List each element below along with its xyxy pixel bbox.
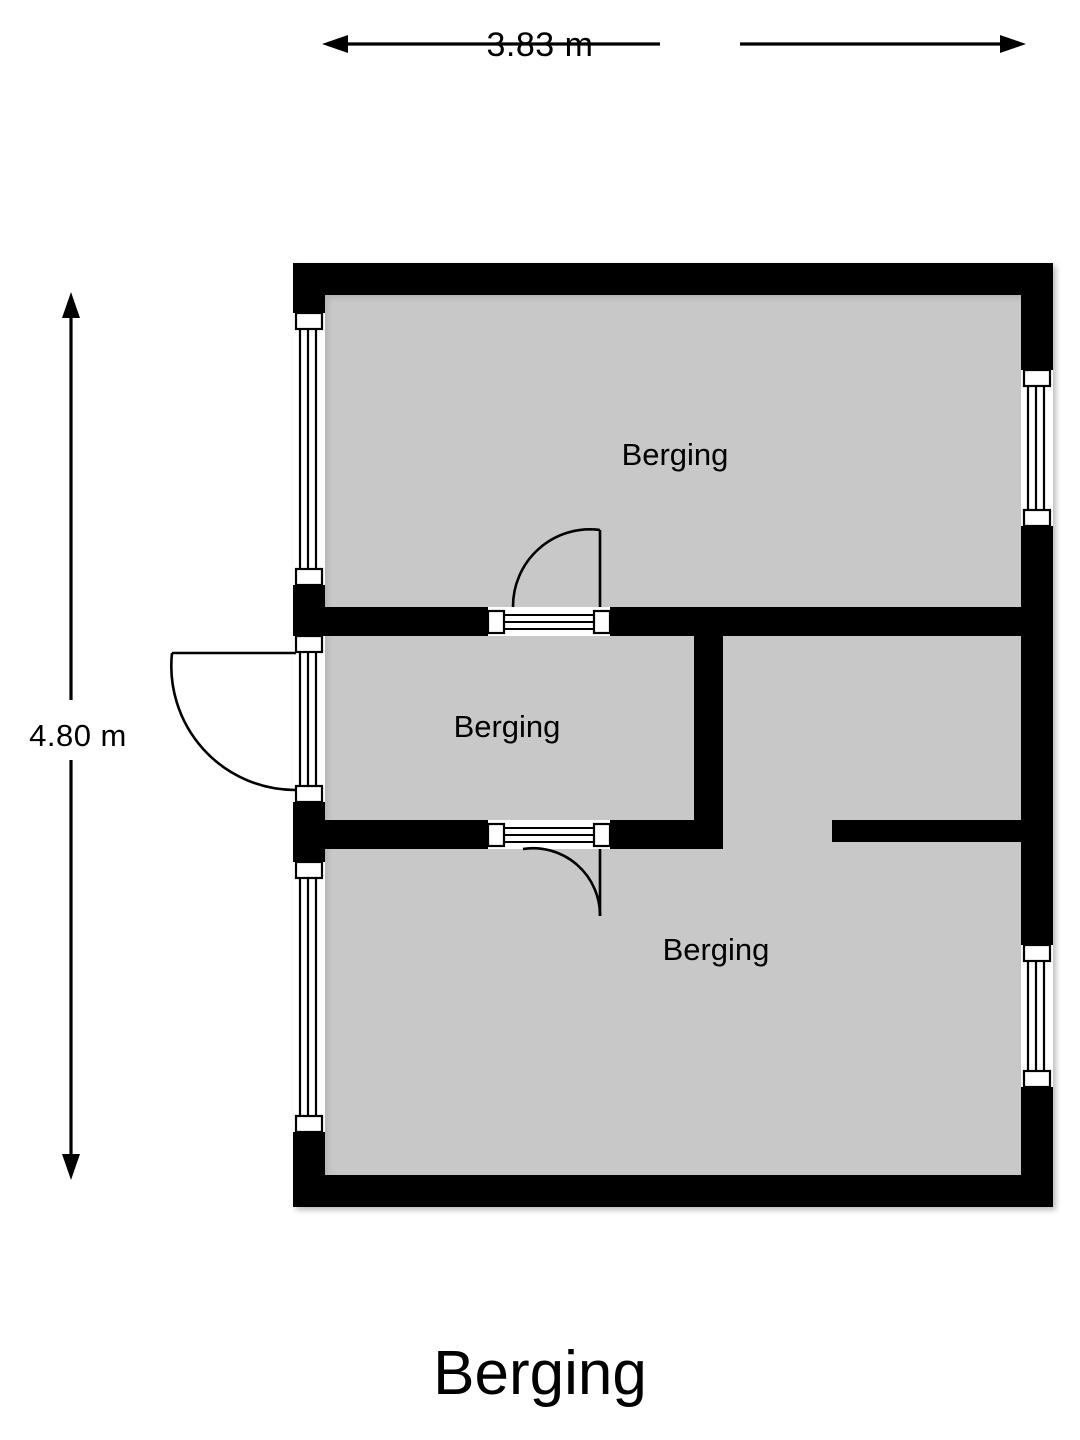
dimension-label-width: 3.83 m xyxy=(486,26,594,64)
door-bottom-interior-swing-arc xyxy=(522,847,602,917)
room-label-berging-middle: Berging xyxy=(454,709,561,744)
arrow-down-icon xyxy=(62,1154,80,1180)
window-left-lower xyxy=(293,860,325,1134)
window-left-upper-jamb-top xyxy=(294,311,324,331)
door-top-interior-jamb-left xyxy=(486,609,506,635)
window-left-lower-jamb-bottom xyxy=(294,1114,324,1134)
wall-interior-stub-right xyxy=(832,820,1032,842)
floor-plan-drawing: Berging Berging Berging xyxy=(170,263,1053,1207)
door-bottom-interior-jamb-right xyxy=(592,822,612,848)
window-right-upper-jamb-bottom xyxy=(1022,508,1052,528)
dimension-line-vertical xyxy=(62,292,80,1180)
arrow-left-icon xyxy=(322,35,348,53)
window-right-lower xyxy=(1021,943,1053,1089)
dimension-line-horizontal xyxy=(322,35,1026,53)
page-title: Berging xyxy=(433,1339,647,1408)
window-left-lower-jamb-top xyxy=(294,860,324,880)
door-exterior-left-swing-arc xyxy=(170,652,297,792)
wall-interior-vertical-middle xyxy=(694,607,723,849)
door-exterior-left-jamb-top xyxy=(294,634,324,654)
floor-fill-overall xyxy=(293,263,1053,1207)
window-right-lower-jamb-top xyxy=(1022,943,1052,963)
floor-areas xyxy=(293,263,1053,1207)
wall-exterior-bottom xyxy=(293,1175,1053,1207)
arrow-up-icon xyxy=(62,292,80,318)
door-exterior-left[interactable] xyxy=(170,634,325,804)
dimension-label-height: 4.80 m xyxy=(29,718,127,753)
window-left-upper xyxy=(293,311,325,587)
door-exterior-left-jamb-bottom xyxy=(294,784,324,804)
door-bottom-interior-jamb-left xyxy=(486,822,506,848)
door-top-interior-swing-arc xyxy=(511,528,601,608)
door-top-interior-jamb-right xyxy=(592,609,612,635)
door-top-interior[interactable] xyxy=(486,528,612,636)
room-label-berging-top: Berging xyxy=(622,437,729,472)
window-right-upper-jamb-top xyxy=(1022,368,1052,388)
door-bottom-interior[interactable] xyxy=(486,820,612,917)
wall-exterior-top xyxy=(293,263,1053,295)
arrow-right-icon xyxy=(1000,35,1026,53)
wall-interior-horizontal-upper xyxy=(293,607,1053,636)
window-left-upper-jamb-bottom xyxy=(294,567,324,587)
window-right-lower-jamb-bottom xyxy=(1022,1069,1052,1089)
window-right-upper xyxy=(1021,368,1053,528)
room-label-berging-bottom: Berging xyxy=(663,932,770,967)
